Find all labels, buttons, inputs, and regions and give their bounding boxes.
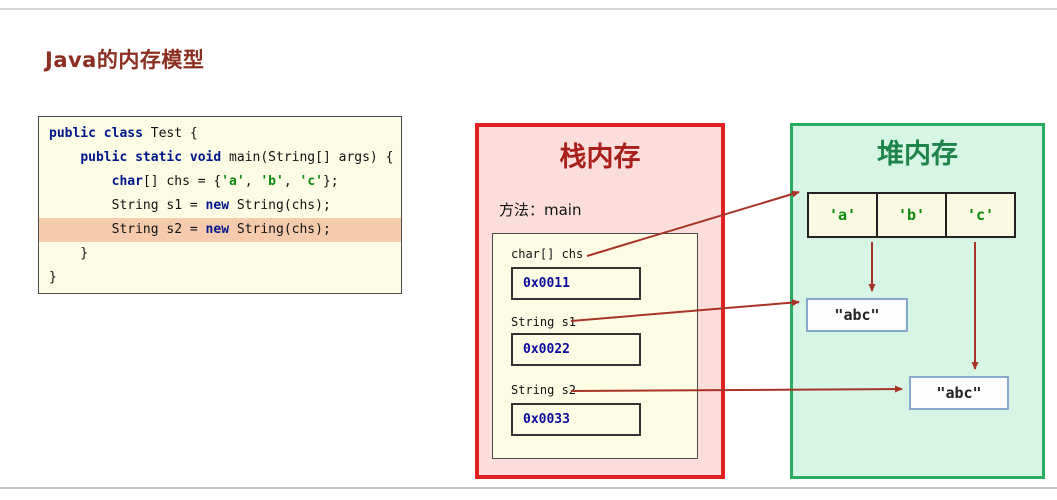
code-line: } (49, 246, 89, 261)
code-line: String s1 = new String(chs); (49, 198, 331, 213)
array-cell-a: 'a' (807, 192, 878, 238)
bottom-divider (0, 487, 1057, 489)
char-array: 'a' 'b' 'c' (807, 192, 1016, 238)
heap-title: 堆内存 (877, 139, 958, 170)
string-object-1: "abc" (806, 298, 908, 332)
address-box-chs: 0x0011 (511, 267, 641, 300)
stack-title: 栈内存 (559, 142, 641, 173)
stack-memory-box: 栈内存 方法：main char[] chs 0x0011 String s1 … (475, 123, 725, 479)
code-block: public class Test { public static void m… (38, 116, 402, 294)
array-cell-c: 'c' (945, 192, 1016, 238)
array-cell-b: 'b' (876, 192, 947, 238)
page-title: Java的内存模型 (45, 48, 205, 72)
stack-method-label: 方法：main (499, 201, 582, 219)
address-box-s1: 0x0022 (511, 333, 641, 366)
code-lines: public class Test { public static void m… (39, 122, 401, 290)
code-line: public static void main(String[] args) { (80, 150, 394, 165)
code-line: char[] chs = {'a', 'b', 'c'}; (111, 174, 339, 189)
code-line: String s2 = new String(chs); (39, 218, 401, 242)
var-label-chs: char[] chs (511, 247, 584, 261)
stack-frame: char[] chs 0x0011 String s1 0x0022 Strin… (492, 233, 698, 459)
var-label-s2: String s2 (511, 383, 577, 397)
top-divider (0, 8, 1057, 10)
var-label-s1: String s1 (511, 315, 577, 329)
code-line: } (49, 270, 57, 285)
heap-memory-box: 堆内存 'a' 'b' 'c' "abc" "abc" (790, 123, 1045, 479)
string-object-2: "abc" (909, 376, 1009, 410)
address-box-s2: 0x0033 (511, 403, 641, 436)
code-line: public class Test { (49, 126, 198, 141)
